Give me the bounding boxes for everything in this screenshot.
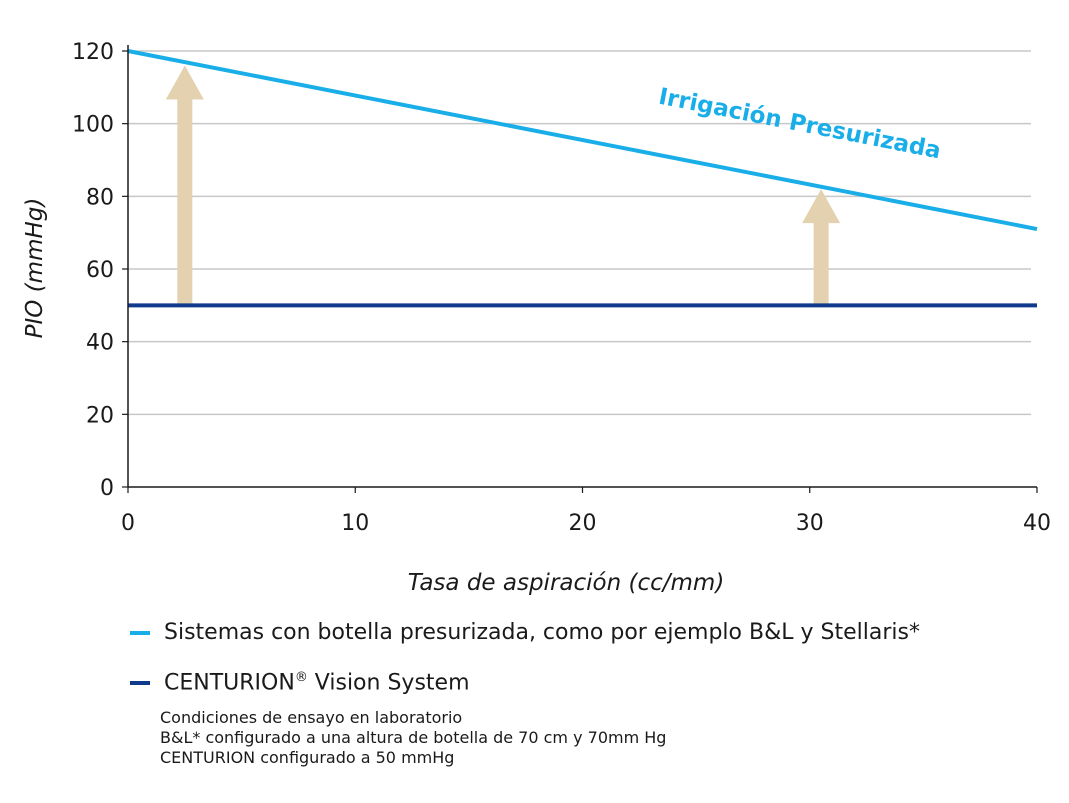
x-axis-label: Tasa de aspiración (cc/mm) xyxy=(408,570,725,596)
tick-label-y-120: 120 xyxy=(72,40,114,65)
note-line-2: B&L* configurado a una altura de botella… xyxy=(160,728,667,747)
series-lines xyxy=(127,49,1038,308)
tick-label-x-40: 40 xyxy=(1023,511,1051,536)
arrow-up-2 xyxy=(802,189,841,306)
note-line-3: CENTURION configurado a 50 mmHg xyxy=(160,748,455,767)
legend-label-pressurized: Sistemas con botella presurizada, como p… xyxy=(164,620,920,645)
legend-item-pressurized: Sistemas con botella presurizada, como p… xyxy=(130,620,920,645)
tick-label-y-80: 80 xyxy=(86,185,114,210)
tick-label-x-20: 20 xyxy=(569,511,597,536)
tick-label-y-60: 60 xyxy=(86,258,114,283)
tick-label-y-0: 0 xyxy=(100,476,114,501)
legend-swatch-light-blue xyxy=(130,630,150,635)
legend-centurion-name: CENTURION xyxy=(164,670,295,696)
tick-label-y-100: 100 xyxy=(72,113,114,138)
grid xyxy=(128,50,1031,416)
tick-label-y-40: 40 xyxy=(86,331,114,356)
tick-labels: 0 20 40 60 80 100 120 0 10 20 30 40 xyxy=(72,40,1051,536)
y-axis-label: PIO (mmHg) xyxy=(22,198,48,339)
arrow-up-1 xyxy=(165,65,204,306)
arrows xyxy=(165,65,841,306)
legend-centurion-tail: Vision System xyxy=(307,670,470,696)
test-conditions-notes: Condiciones de ensayo en laboratorio B&L… xyxy=(160,708,666,768)
series-line-1 xyxy=(127,49,1038,231)
legend-item-centurion: CENTURION® Vision System xyxy=(130,670,470,695)
chart: 0 20 40 60 80 100 120 0 10 20 30 40 Tasa de aspirac… xyxy=(22,40,1051,596)
tick-label-x-30: 30 xyxy=(796,511,824,536)
tick-label-x-0: 0 xyxy=(121,511,135,536)
tick-label-y-20: 20 xyxy=(86,403,114,428)
axes xyxy=(122,45,1038,493)
tick-label-x-10: 10 xyxy=(341,511,369,536)
note-line-1: Condiciones de ensayo en laboratorio xyxy=(160,708,463,727)
legend-swatch-dark-blue xyxy=(130,680,150,685)
legend-label-centurion: CENTURION® Vision System xyxy=(164,670,470,695)
registered-mark: ® xyxy=(294,670,308,685)
